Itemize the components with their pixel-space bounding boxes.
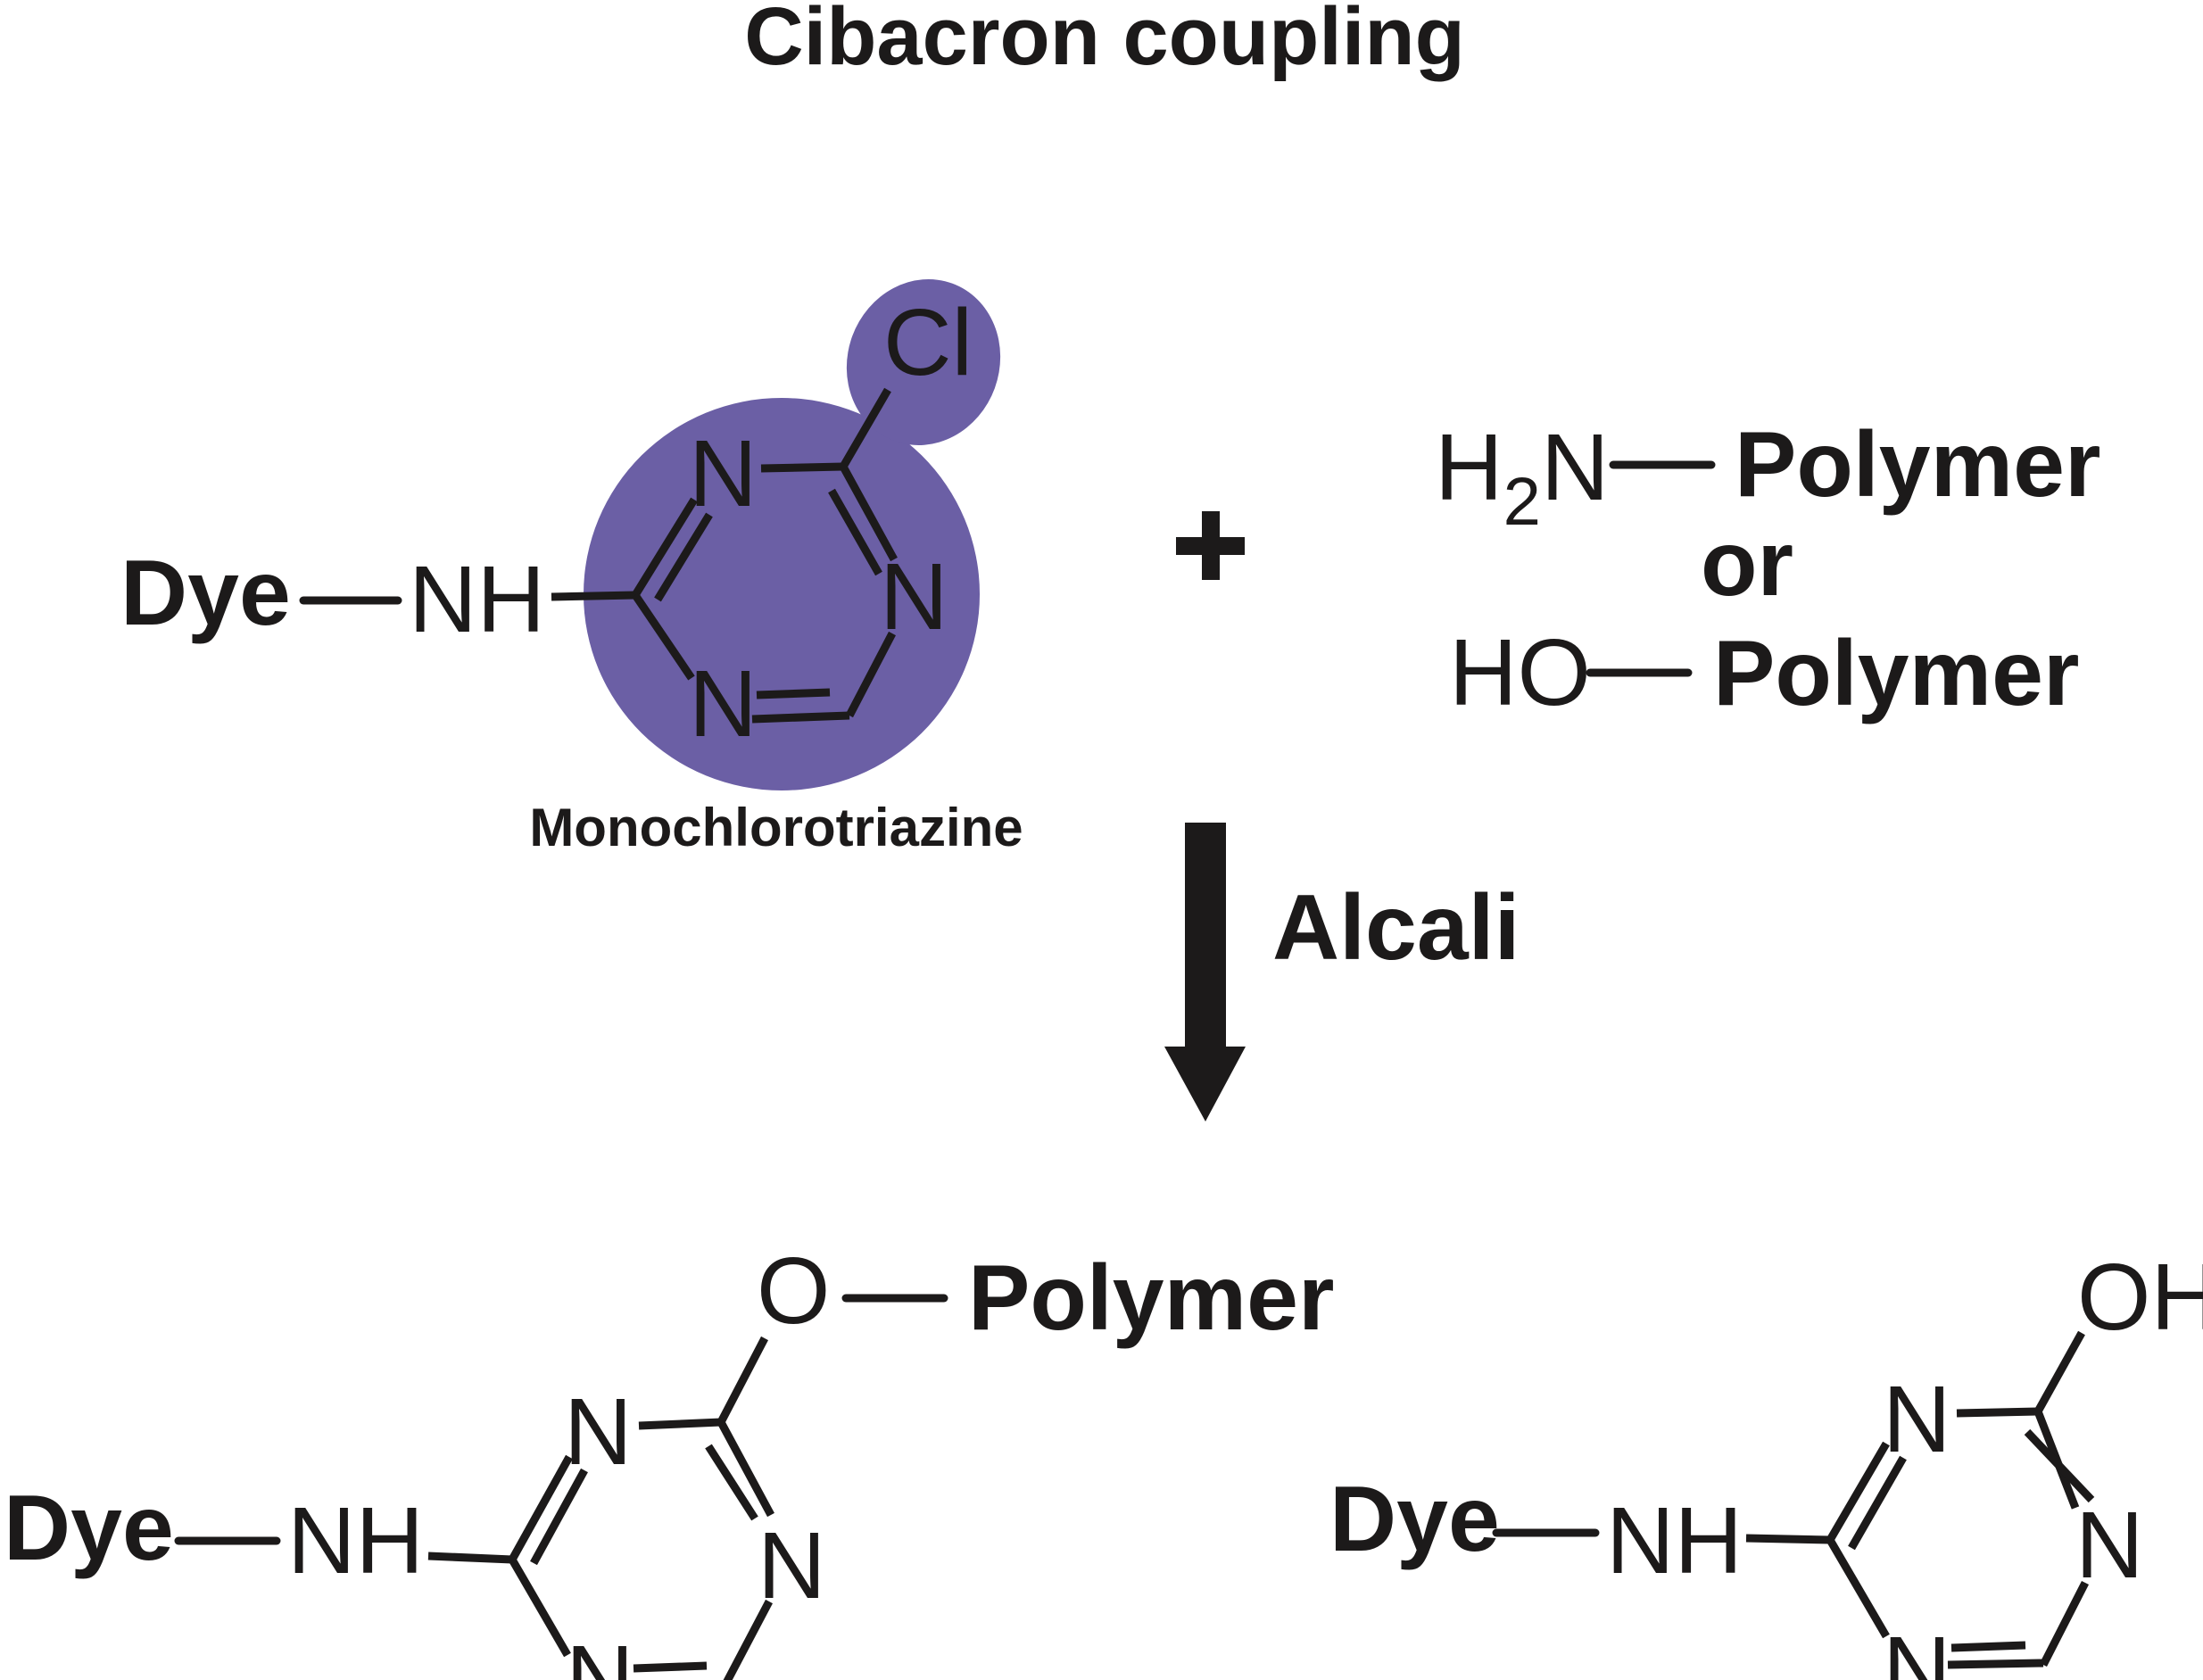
polymer-label: Polymer <box>968 1246 1334 1350</box>
hydroxyl-group: OH <box>2077 1245 2203 1350</box>
ring-atom-n-right: N <box>2075 1493 2144 1598</box>
oxygen-atom: O <box>757 1238 830 1344</box>
reactant-dye-triazine: Dye NH N N N Cl Monochlorotriazine <box>120 279 1023 857</box>
reactant-polymer: H2N Polymer or HO Polymer <box>1435 413 2100 725</box>
dye-label: Dye <box>120 542 291 645</box>
nh-label: NH <box>287 1488 424 1593</box>
or-label: or <box>1701 512 1793 616</box>
scheme-title: Cibacron coupling <box>744 0 1465 82</box>
reaction-arrow: Alcali <box>1164 823 1520 1121</box>
down-arrow-icon <box>1164 823 1246 1121</box>
triazine-ring-bonds <box>509 1336 774 1680</box>
ring-atom-n-bottom: N <box>689 651 758 757</box>
nh-label: NH <box>1606 1488 1743 1593</box>
chlorine-atom: Cl <box>883 290 973 395</box>
ring-atom-n-bottom: N <box>566 1626 634 1680</box>
c-cl-bond <box>840 387 891 469</box>
triazine-ring-bonds <box>1826 1330 2095 1669</box>
ring-bond <box>509 1557 571 1658</box>
ring-atom-n-top: N <box>689 421 758 526</box>
condition-label: Alcali <box>1272 876 1520 980</box>
nh-label: NH <box>409 547 545 652</box>
ring-double-bond-inner <box>1848 1455 1907 1551</box>
hydroxyl-polymer-label: Polymer <box>1713 622 2079 725</box>
plus-sign <box>1176 511 1245 580</box>
ring-bond <box>1826 1441 1890 1543</box>
ring-atom-n-bottom: N <box>1883 1618 1951 1680</box>
ring-bond <box>1826 1537 1890 1639</box>
ring-bond <box>2039 1580 2090 1668</box>
amine-polymer-label: Polymer <box>1735 413 2100 517</box>
ring-atom-n-right: N <box>758 1513 826 1618</box>
ring-bond <box>846 631 896 718</box>
ring-bond <box>632 497 698 598</box>
ring-double-bond-inner <box>756 688 831 699</box>
ring-bond <box>717 1419 774 1518</box>
amine-h: H <box>1435 415 1503 520</box>
dye-label: Dye <box>4 1477 174 1580</box>
ring-bond <box>760 462 844 473</box>
amine-subscript: 2 <box>1503 464 1541 540</box>
plus-icon-vertical <box>1202 511 1220 580</box>
ring-double-bond-inner <box>2024 1428 2095 1503</box>
amine-group: H2N <box>1435 415 1609 540</box>
ring-bond <box>1956 1407 2039 1418</box>
nh-ring-bond <box>427 1552 513 1564</box>
ring-double-bond-inner <box>828 488 882 576</box>
triazine-ring-bonds <box>632 387 898 724</box>
ring-double-bond-inner <box>705 1444 758 1521</box>
ring-bond <box>751 711 850 724</box>
ring-bond <box>723 1599 773 1680</box>
ring-bond <box>1947 1659 2044 1669</box>
ring-double-bond-inner <box>1950 1641 2026 1652</box>
ring-bond <box>509 1454 573 1562</box>
ring-bond <box>632 592 695 681</box>
nh-ring-bond <box>551 591 636 601</box>
product-hydrolyzed: Dye NH N N N OH <box>1329 1245 2203 1680</box>
c-o-bond <box>717 1336 768 1425</box>
dye-label: Dye <box>1329 1468 1500 1571</box>
ring-double-bond-inner <box>530 1468 588 1566</box>
monochlorotriazine-highlight <box>584 279 1001 790</box>
triazine-highlight-circle <box>584 398 980 790</box>
ring-bond <box>840 464 898 562</box>
hydroxyl-group: HO <box>1449 620 1591 725</box>
monochlorotriazine-caption: Monochlorotriazine <box>529 798 1023 857</box>
chlorine-highlight-circle <box>846 279 1001 445</box>
ring-atom-n-top: N <box>1883 1367 1951 1472</box>
ring-atom-n-top: N <box>564 1379 633 1485</box>
nh-ring-bond <box>1745 1534 1831 1544</box>
c-oh-bond <box>2034 1330 2085 1414</box>
ring-bond <box>638 1418 722 1430</box>
ring-double-bond-inner <box>633 1661 708 1673</box>
ring-atom-n-right: N <box>880 544 948 650</box>
product-polymer-bound: Dye NH N N N O Polymer <box>4 1238 1334 1680</box>
ring-double-bond-inner <box>654 512 713 602</box>
amine-n: N <box>1541 415 1610 520</box>
